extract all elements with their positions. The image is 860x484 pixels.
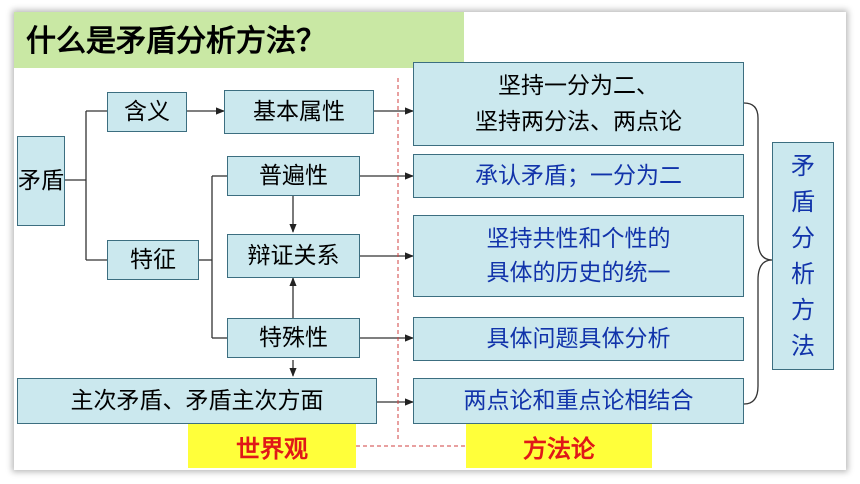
methodology-label: 方法论 bbox=[466, 424, 652, 468]
summary-char: 矛 bbox=[791, 152, 815, 180]
summary-char: 析 bbox=[791, 260, 815, 288]
worldview-text: 世界观 bbox=[236, 434, 308, 463]
page-title: 什么是矛盾分析方法？ bbox=[26, 24, 326, 59]
basic-attribute-box: 基本属性 bbox=[224, 90, 374, 134]
method-box-2: 承认矛盾；一分为二 bbox=[413, 154, 744, 198]
summary-char: 法 bbox=[791, 332, 815, 360]
method-1-line-2: 坚持两分法、两点论 bbox=[475, 109, 682, 135]
root-box: 矛盾 bbox=[17, 136, 65, 226]
method-box-1: 坚持一分为二、 坚持两分法、两点论 bbox=[413, 62, 744, 146]
summary-brace bbox=[743, 102, 773, 405]
method-box-3: 坚持共性和个性的 具体的历史的统一 bbox=[413, 215, 744, 297]
meaning-label: 含义 bbox=[124, 99, 170, 125]
method-4-label: 具体问题具体分析 bbox=[486, 326, 671, 352]
principal-label: 主次矛盾、矛盾主次方面 bbox=[70, 388, 324, 414]
meaning-box: 含义 bbox=[107, 92, 187, 132]
summary-box: 矛 盾 分 析 方 法 bbox=[772, 142, 834, 370]
root-label: 矛盾 bbox=[18, 168, 64, 194]
features-label: 特征 bbox=[130, 247, 176, 273]
method-2-label: 承认矛盾；一分为二 bbox=[475, 163, 682, 189]
basic-attribute-label: 基本属性 bbox=[253, 99, 345, 125]
title-banner bbox=[14, 12, 464, 68]
dialectic-label: 辩证关系 bbox=[247, 243, 340, 269]
methodology-text: 方法论 bbox=[523, 434, 595, 463]
universality-label: 普遍性 bbox=[259, 163, 328, 189]
method-3-line-1: 坚持共性和个性的 bbox=[486, 226, 671, 252]
summary-char: 盾 bbox=[791, 188, 815, 216]
method-box-4: 具体问题具体分析 bbox=[413, 317, 744, 361]
principal-box: 主次矛盾、矛盾主次方面 bbox=[17, 378, 377, 424]
worldview-label: 世界观 bbox=[188, 424, 356, 468]
universality-box: 普遍性 bbox=[227, 156, 360, 196]
method-1-line-1: 坚持一分为二、 bbox=[498, 73, 659, 99]
particularity-box: 特殊性 bbox=[227, 318, 360, 358]
summary-char: 分 bbox=[791, 224, 815, 252]
method-box-5: 两点论和重点论相结合 bbox=[413, 378, 744, 424]
method-3-line-2: 具体的历史的统一 bbox=[486, 260, 671, 286]
features-box: 特征 bbox=[107, 240, 199, 280]
particularity-label: 特殊性 bbox=[259, 325, 328, 351]
summary-char: 方 bbox=[791, 296, 815, 324]
method-5-label: 两点论和重点论相结合 bbox=[463, 388, 694, 414]
dialectic-box: 辩证关系 bbox=[227, 234, 360, 278]
